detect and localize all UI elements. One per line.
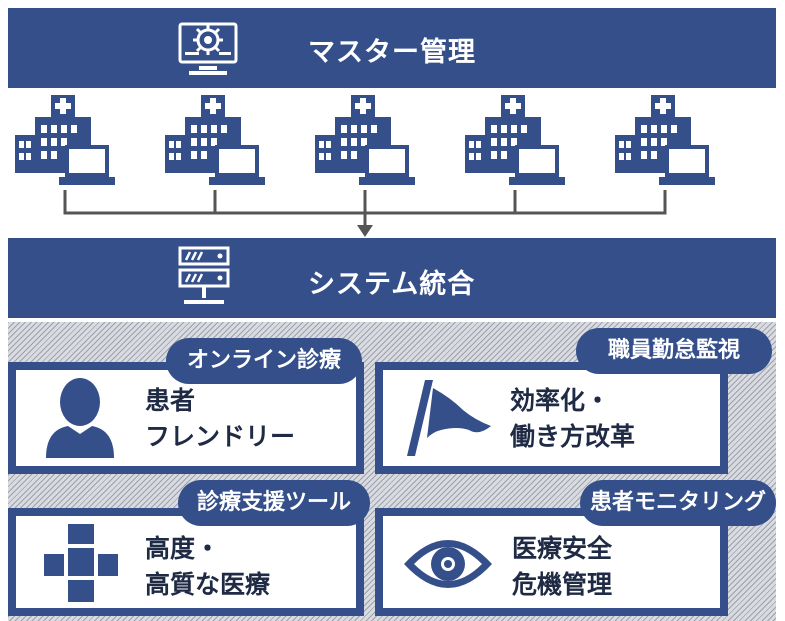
server-icon (178, 246, 230, 304)
master-management-banner: マスター管理 (8, 8, 776, 88)
hospital-icon-1 (15, 95, 115, 195)
card-1-line2: フレンドリー (145, 422, 296, 451)
network-connector (63, 190, 667, 237)
card-4-line2: 危機管理 (512, 570, 613, 599)
card-3-line1: 高度・ (145, 534, 221, 563)
hospital-icon-5 (615, 95, 715, 195)
tag-online-care: オンライン診療 (166, 338, 362, 384)
feature-card-attendance (375, 362, 728, 474)
hospital-icon-4 (465, 95, 565, 195)
system-integration-banner: システム統合 (8, 238, 776, 318)
tag-clinical-tools: 診療支援ツール (178, 480, 370, 526)
feature-card-patient-monitoring (375, 508, 728, 616)
card-1-line1: 患者 (145, 386, 196, 415)
person-icon (46, 378, 114, 458)
eye-icon (404, 540, 492, 588)
card-2-line2: 働き方改革 (510, 422, 636, 451)
master-management-title: マスター管理 (308, 37, 476, 68)
tag-patient-monitoring: 患者モニタリング (580, 480, 776, 526)
card-2-line1: 効率化・ (510, 386, 611, 415)
flag-icon (407, 380, 491, 456)
card-4-line1: 医療安全 (512, 534, 613, 563)
tag-attendance: 職員勤怠監視 (576, 328, 772, 374)
card-2-text: 効率化・ 働き方改革 (510, 383, 635, 455)
card-3-text: 高度・ 高質な医療 (145, 531, 270, 603)
system-integration-title: システム統合 (308, 269, 476, 300)
card-4-text: 医療安全 危機管理 (512, 531, 612, 603)
medical-cross-icon (44, 524, 118, 602)
card-1-text: 患者 フレンドリー (145, 383, 295, 455)
card-3-line2: 高質な医療 (145, 570, 271, 599)
monitor-gear-icon (178, 22, 238, 75)
hospital-icon-3 (315, 95, 415, 195)
hospital-icon-2 (165, 95, 265, 195)
